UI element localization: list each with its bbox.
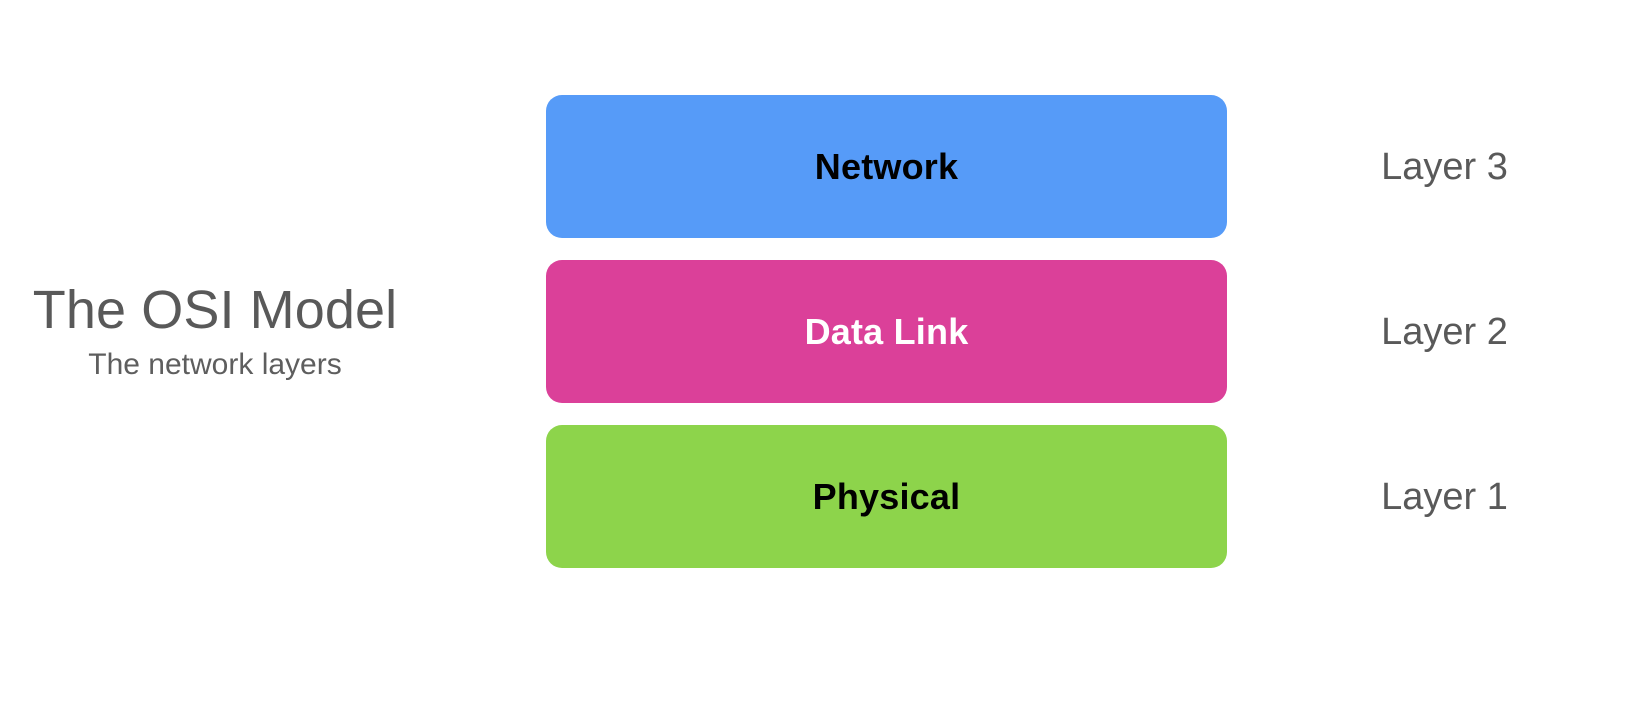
layer-bar-network[interactable]: Network <box>546 95 1227 238</box>
layer-stack: Network Data Link Physical <box>546 95 1227 568</box>
layer-row-physical: Physical <box>546 425 1227 568</box>
caption-block: The OSI Model The network layers <box>0 280 430 383</box>
layer-number-label-2: Layer 2 <box>1381 310 1508 353</box>
layer-bar-label-network: Network <box>814 145 959 187</box>
layer-number-row-3: Layer 3 <box>1253 95 1636 238</box>
layer-number-row-1: Layer 1 <box>1253 425 1636 568</box>
layer-number-row-2: Layer 2 <box>1253 260 1636 403</box>
layer-number-column: Layer 3 Layer 2 Layer 1 <box>1253 95 1636 568</box>
layer-bar-label-data-link: Data Link <box>804 310 969 352</box>
layer-bar-data-link[interactable]: Data Link <box>546 260 1227 403</box>
layer-bar-label-physical: Physical <box>812 475 961 517</box>
page-title: The OSI Model <box>32 280 398 340</box>
layer-bar-physical[interactable]: Physical <box>546 425 1227 568</box>
layer-row-network: Network <box>546 95 1227 238</box>
layer-number-label-1: Layer 1 <box>1381 475 1508 518</box>
layer-row-data-link: Data Link <box>546 260 1227 403</box>
page-subtitle: The network layers <box>88 348 342 382</box>
layer-number-label-3: Layer 3 <box>1381 145 1508 188</box>
